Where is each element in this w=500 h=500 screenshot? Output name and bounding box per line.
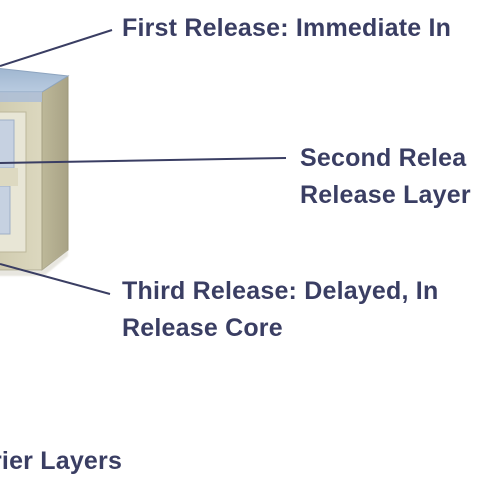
second-release-line-1: Second Relea (300, 144, 467, 172)
figure-caption-text: rier Layers (0, 447, 123, 475)
first-release-label: First Release: Immediate In (122, 10, 451, 47)
figure-caption: rier Layers (0, 443, 122, 480)
box-side-face (41, 75, 69, 272)
second-release-line-2: Release Layer (300, 181, 471, 209)
inner-layer-slot-upper (0, 119, 15, 169)
leader-line-third (0, 263, 111, 295)
box-top-band (0, 92, 42, 102)
second-release-label: Second Relea Release Layer (300, 140, 471, 214)
box-bottom-shadow (0, 250, 68, 276)
leader-line-first (0, 29, 113, 67)
first-release-line-1: First Release: Immediate In (122, 14, 452, 42)
third-release-line-2: Release Core (122, 314, 283, 342)
inner-layer-divider (0, 168, 18, 186)
third-release-line-1: Third Release: Delayed, In (122, 277, 439, 305)
third-release-label: Third Release: Delayed, In Release Core (122, 273, 438, 347)
inner-layer-slot-lower (0, 185, 11, 235)
leader-line-second (0, 157, 287, 164)
